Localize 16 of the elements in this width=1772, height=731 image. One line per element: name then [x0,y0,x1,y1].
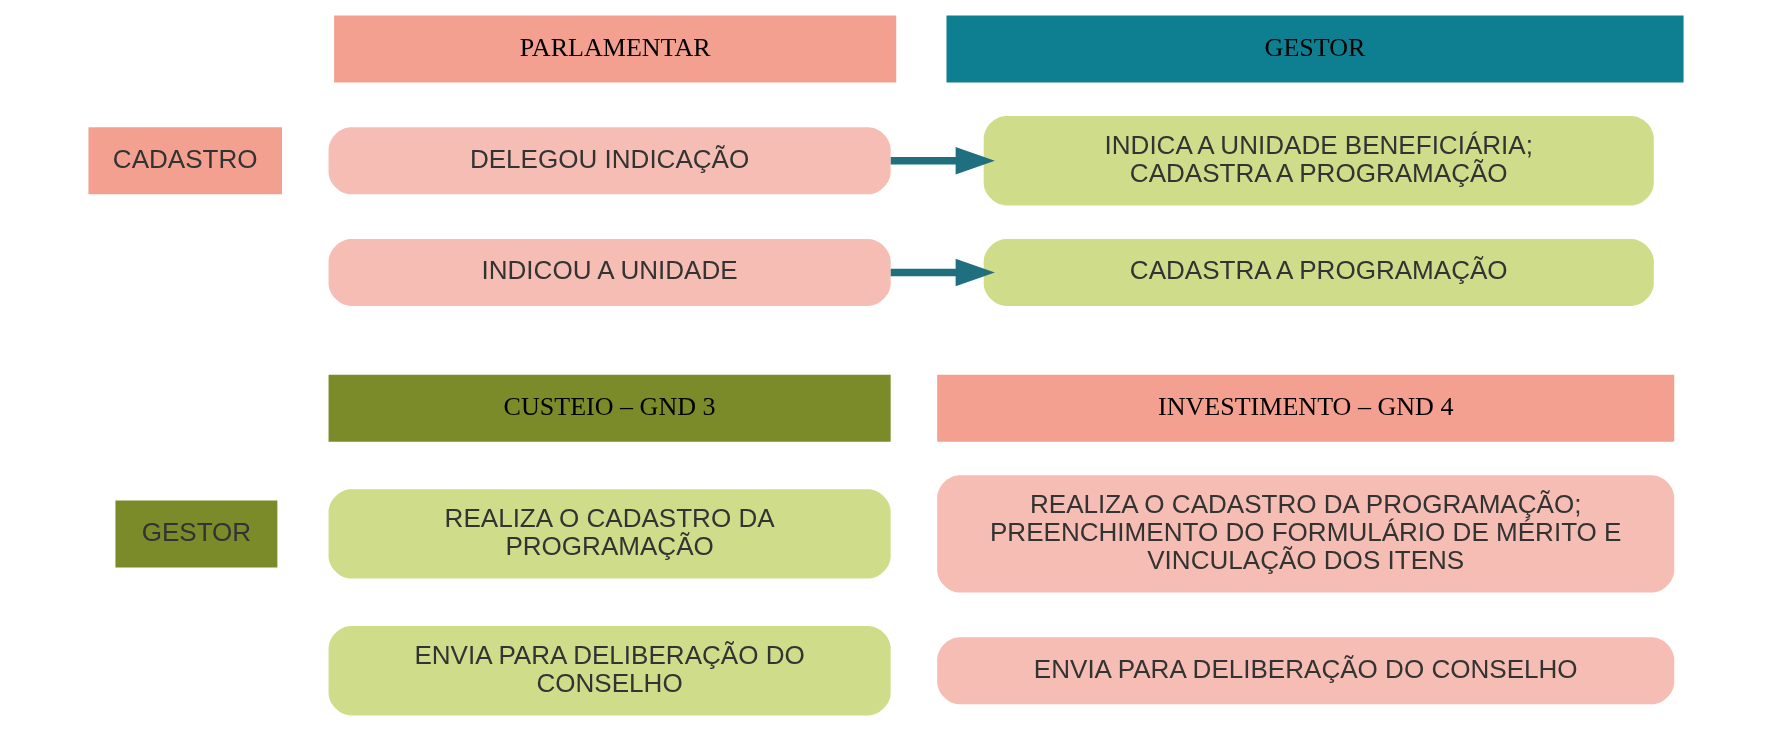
node-box: ENVIA PARA DELIBERAÇÃO DO CONSELHO [328,626,891,716]
node-box: CADASTRO [88,127,282,195]
arrow [890,147,995,175]
node-box: INDICOU A UNIDADE [328,238,891,306]
node-box: REALIZA O CADASTRO DA PROGRAMAÇÃO [328,489,891,579]
node-box: REALIZA O CADASTRO DA PROGRAMAÇÃO; PREENCHIMENTO DO FORMULÁRIO DE MÉRITO E VINCULAÇÃO DOS ITENS [937,475,1675,593]
node-box: CADASTRA A PROGRAMAÇÃO [983,238,1654,306]
node-box: ENVIA PARA DELIBERAÇÃO DO CONSELHO [937,637,1675,705]
node-box: GESTOR [946,15,1684,83]
node-box: DELEGOU INDICAÇÃO [328,127,891,195]
arrow [890,258,995,287]
node-box: INVESTIMENTO – GND 4 [937,374,1675,442]
node-box: PARLAMENTAR [334,15,897,83]
node-box: INDICA A UNIDADE BENEFICIÁRIA; CADASTRA A PROGRAMAÇÃO [983,116,1654,206]
node-box: CUSTEIO – GND 3 [328,374,891,442]
node-box: GESTOR [115,500,278,568]
